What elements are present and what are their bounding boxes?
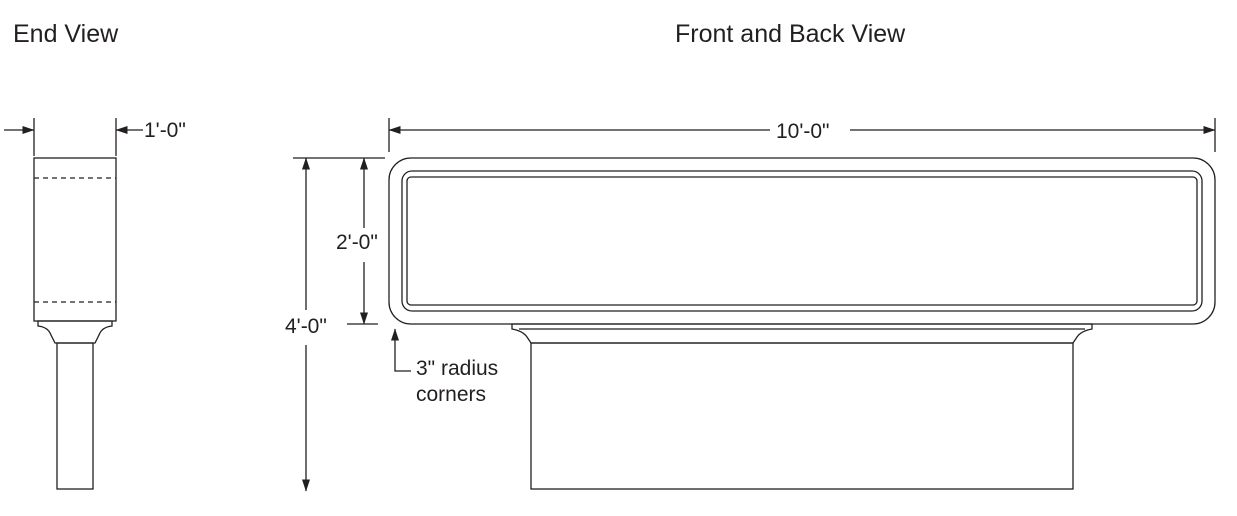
end-view-post <box>56 342 94 490</box>
front-view-base <box>530 342 1074 490</box>
sign-panel-outer <box>388 157 1216 325</box>
sign-panel-face <box>406 176 1198 306</box>
end-view-width-label: 1'-0" <box>144 119 186 142</box>
corner-radius-note-line-2: corners <box>416 383 487 406</box>
end-view-drawing <box>4 118 143 490</box>
front-view-drawing <box>293 118 1216 492</box>
length-dimension-label: 10'-0" <box>772 120 834 144</box>
panel-height-dimension-label: 2'-0" <box>336 231 378 255</box>
end-view-sign-body <box>33 157 117 322</box>
corner-radius-note-line-1: 3" radius <box>416 357 499 380</box>
front-view-title: Front and Back View <box>675 20 906 48</box>
corner-radius-note: 3" radius corners <box>416 356 498 408</box>
front-view-cap-molding <box>511 323 1093 344</box>
total-height-dimension-label: 4'-0" <box>283 313 329 341</box>
end-view-title: End View <box>13 20 119 48</box>
sign-panel-inner-frame <box>401 170 1203 312</box>
radius-leader-line <box>391 328 411 372</box>
end-view-cap-molding <box>37 320 113 344</box>
